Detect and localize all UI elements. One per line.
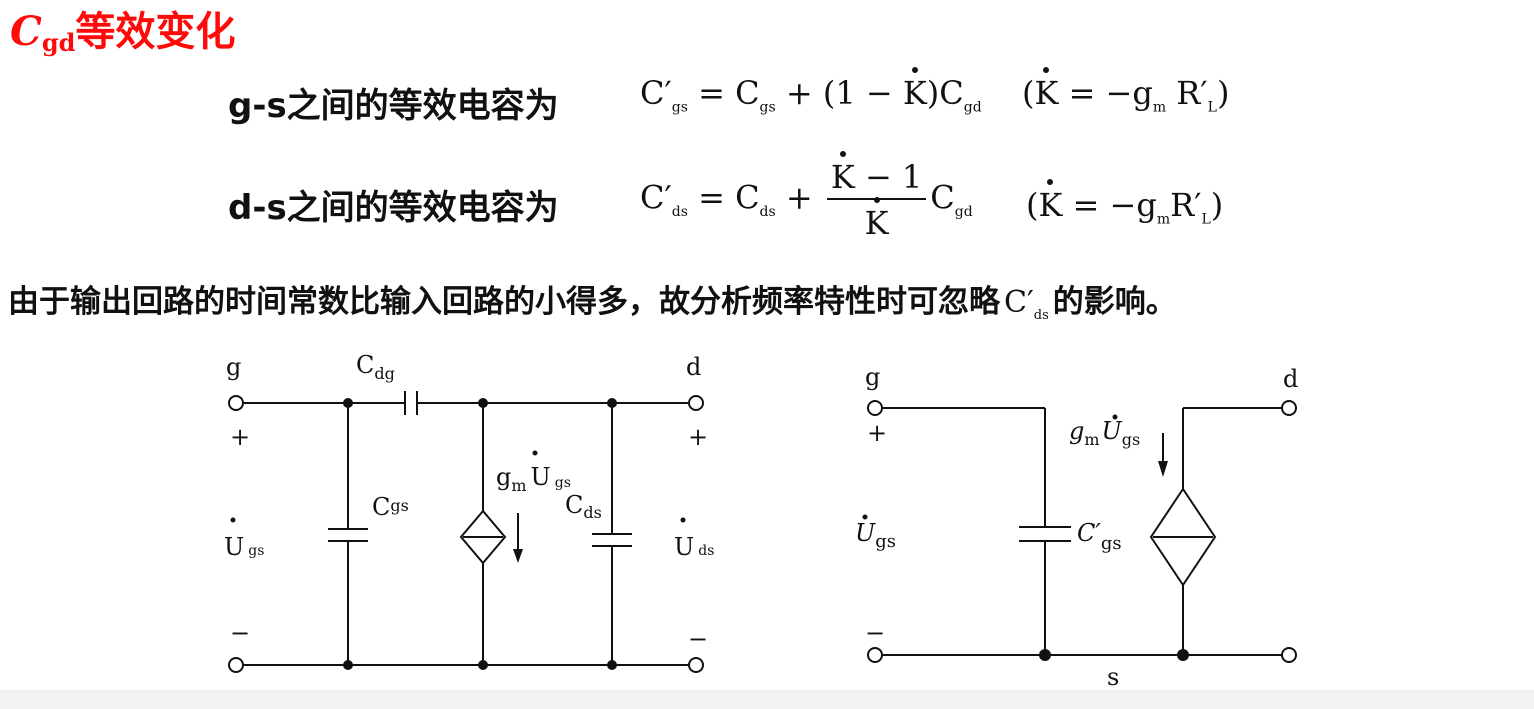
- u-gs-label-2: Ugs: [855, 519, 896, 552]
- gm-ugs-label-2: gmUgs: [1069, 417, 1140, 449]
- gs-capacitance-equation: C′gs = Cgs + (1 − K)Cgd: [640, 67, 982, 116]
- title-subscript: gd: [41, 28, 76, 57]
- gain-fraction: K − 1 K: [826, 151, 927, 242]
- title-symbol: C: [10, 8, 42, 55]
- terminal-g-label: g: [226, 353, 241, 381]
- gs-capacitance-label: g-s之间的等效电容为: [228, 86, 559, 126]
- gs-gain-definition: (K = −gm R′L): [1022, 67, 1230, 116]
- plus-left: +: [230, 423, 250, 451]
- terminal-d-label-2: d: [1283, 365, 1298, 393]
- ds-capacitance-equation: C′ds = Cds + K − 1 K Cgd: [640, 151, 973, 242]
- minus-left: −: [230, 619, 250, 647]
- terminal-s-left-label: s: [232, 684, 243, 690]
- terminal-d-label: d: [686, 353, 701, 381]
- ds-capacitance-label: d-s之间的等效电容为: [228, 188, 559, 228]
- ds-gain-definition: (K = −gmR′L): [1026, 179, 1224, 228]
- minus-2: −: [865, 619, 885, 647]
- terminal-s-right-label: s: [692, 684, 703, 690]
- circuit-simplified-model: g d + − s gmUgs Ugs C′gs: [855, 363, 1298, 690]
- circuit-full-model: g d + + − − s s Cdg Cgs Cds gmUgs Ugs Ud…: [224, 351, 714, 690]
- cds-label: Cds: [565, 491, 602, 522]
- cgs-label: Cgs: [372, 493, 409, 521]
- slide-title: Cgd等效变化: [10, 6, 235, 69]
- plus-right: +: [688, 423, 708, 451]
- terminal-s-label-2: s: [1107, 663, 1119, 690]
- title-text: 等效变化: [75, 9, 236, 55]
- cgs-prime-label: C′gs: [1077, 519, 1122, 554]
- terminal-g-label-2: g: [865, 363, 880, 391]
- footer-bar: [0, 690, 1534, 709]
- cdg-label: Cdg: [356, 351, 395, 383]
- minus-right: −: [688, 625, 708, 653]
- plus-2: +: [867, 419, 887, 447]
